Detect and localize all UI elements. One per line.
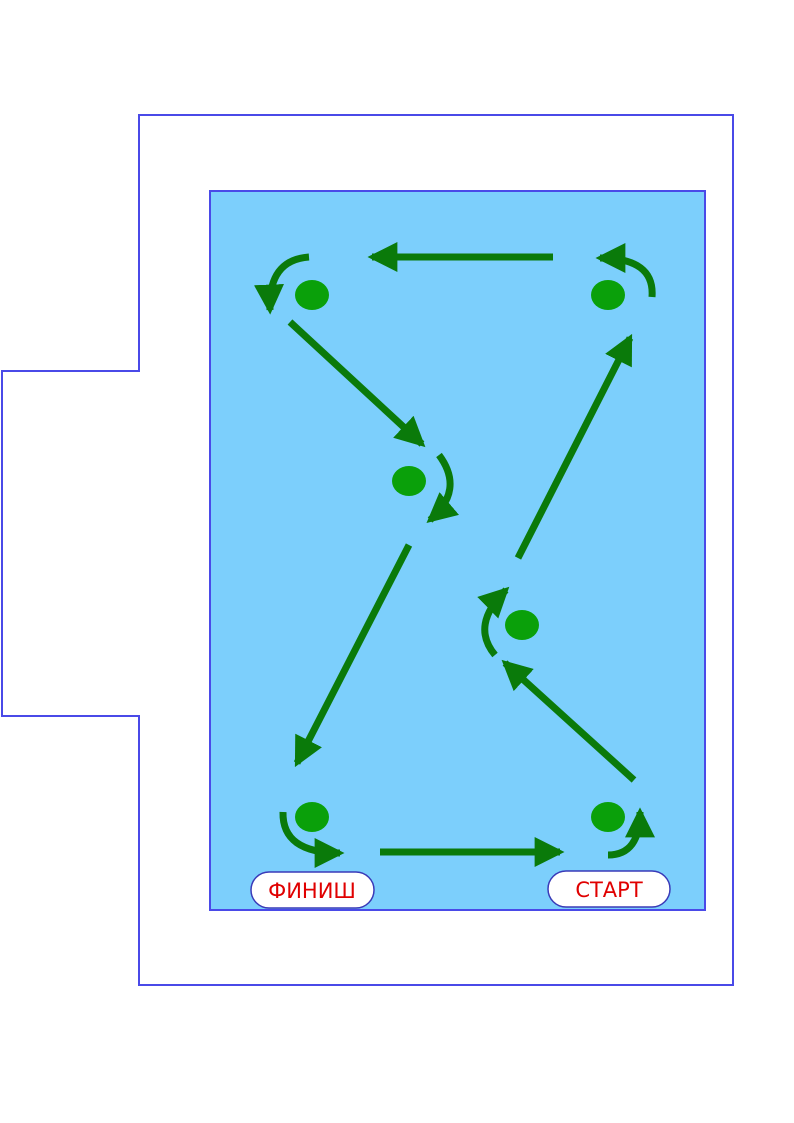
green-dot-icon: [591, 802, 625, 832]
curved-turn-arrow-icon: [254, 253, 310, 315]
hall-outline: [1, 114, 734, 986]
curved-turn-arrow-icon: [607, 807, 655, 859]
green-dot-icon: [591, 280, 625, 310]
path-arrows: [287, 242, 637, 867]
straight-arrow-icon: [287, 319, 426, 448]
finish-label-box: [250, 871, 375, 909]
pool-area: [209, 190, 706, 911]
curved-turn-arrow-icon: [279, 811, 345, 868]
curved-turn-arrow-icon: [477, 586, 510, 658]
green-dot-icon: [505, 610, 539, 640]
curved-turn-arrow-icon: [595, 243, 656, 298]
start-label-box: [547, 870, 671, 908]
straight-arrow-icon: [293, 543, 413, 768]
markers: [295, 280, 625, 832]
start-label-text: СТАРТ: [575, 878, 643, 902]
straight-arrow-icon: [501, 659, 637, 783]
green-dot-icon: [295, 280, 329, 310]
straight-arrow-icon: [514, 333, 634, 560]
start-label: СТАРТ: [547, 870, 671, 908]
finish-label: ФИНИШ: [250, 871, 375, 909]
green-dot-icon: [392, 466, 426, 496]
finish-label-text: ФИНИШ: [268, 879, 356, 903]
curved-turn-arrow-icon: [426, 452, 460, 524]
turn-arrows: [254, 243, 656, 868]
green-dot-icon: [295, 802, 329, 832]
